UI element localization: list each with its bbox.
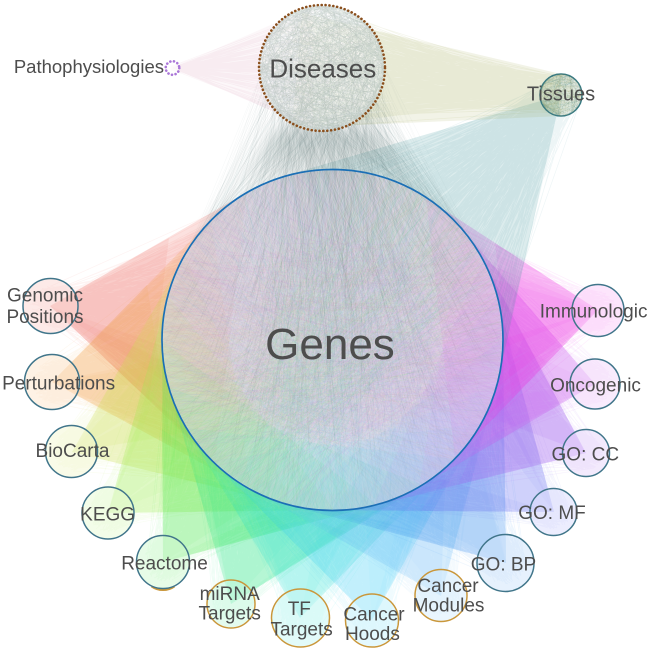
- svg-text:KEGG: KEGG: [80, 504, 135, 525]
- svg-text:Genes: Genes: [265, 320, 395, 369]
- svg-text:Oncogenic: Oncogenic: [550, 375, 641, 396]
- svg-text:Reactome: Reactome: [121, 553, 208, 574]
- svg-text:Hoods: Hoods: [345, 624, 400, 645]
- svg-text:Modules: Modules: [413, 596, 485, 617]
- svg-text:Cancer: Cancer: [343, 605, 405, 626]
- svg-text:Immunologic: Immunologic: [540, 301, 648, 322]
- svg-text:Cancer: Cancer: [417, 576, 479, 597]
- svg-text:GO: CC: GO: CC: [552, 445, 620, 466]
- svg-text:Positions: Positions: [6, 307, 83, 328]
- svg-text:TF: TF: [288, 599, 311, 620]
- svg-text:BioCarta: BioCarta: [36, 441, 110, 462]
- svg-text:GO: BP: GO: BP: [471, 555, 536, 576]
- svg-text:Targets: Targets: [199, 604, 261, 625]
- svg-text:Targets: Targets: [270, 620, 332, 641]
- svg-text:Pathophysiologies: Pathophysiologies: [14, 56, 164, 77]
- svg-text:Perturbations: Perturbations: [2, 374, 115, 395]
- svg-text:miRNA: miRNA: [200, 584, 260, 605]
- svg-text:GO: MF: GO: MF: [518, 503, 586, 524]
- svg-text:Genomic: Genomic: [7, 286, 83, 307]
- svg-text:Tissues: Tissues: [527, 84, 595, 106]
- svg-text:Diseases: Diseases: [269, 54, 376, 84]
